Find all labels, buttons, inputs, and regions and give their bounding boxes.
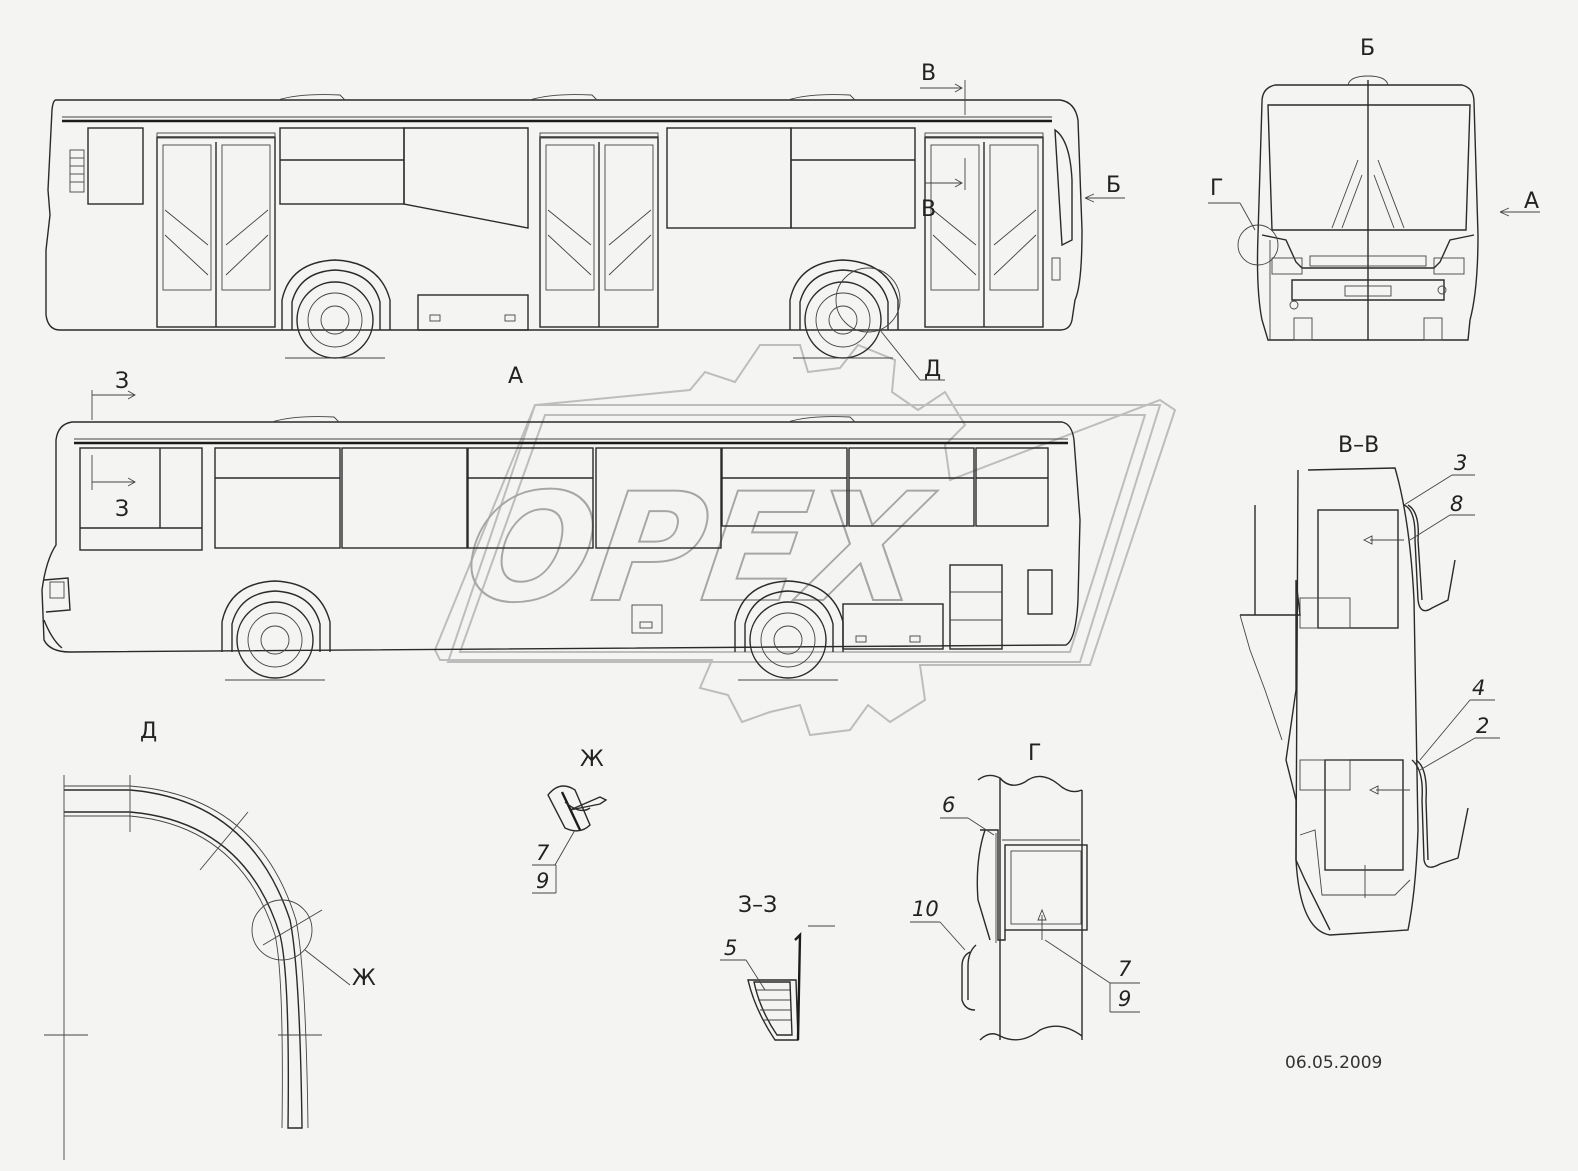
section-zz: З–З 5 <box>720 893 835 1041</box>
detail-g-callout-9: 9 <box>1118 987 1131 1011</box>
side-view-label-a: A <box>508 364 523 389</box>
callout-3: 3 <box>1454 451 1467 475</box>
side-view-right: Д B B Б <box>45 61 1125 382</box>
section-mark-top: B <box>921 61 936 86</box>
section-mark-z-bottom: З <box>115 497 129 522</box>
section-mark-bottom: B <box>921 197 936 222</box>
callout-2: 2 <box>1476 714 1489 738</box>
front-detail-mark: Г <box>1210 176 1223 201</box>
detail-d-sub: Ж <box>352 966 376 991</box>
detail-mark-d: Д <box>924 357 941 382</box>
detail-g: Г 6 10 7 9 <box>910 741 1140 1041</box>
front-view-label: Б <box>1360 36 1375 61</box>
section-zz-callout-5: 5 <box>724 936 737 960</box>
detail-g-callout-6: 6 <box>942 793 955 817</box>
detail-zh-label: Ж <box>580 747 604 772</box>
watermark: OPEX <box>433 343 1177 737</box>
callout-8: 8 <box>1450 492 1463 516</box>
view-mark-b: Б <box>1106 173 1121 198</box>
front-view: Б Г A <box>1208 36 1540 341</box>
front-view-arrow: A <box>1524 189 1539 214</box>
detail-zh: Ж 7 9 <box>532 747 608 894</box>
detail-g-callout-7: 7 <box>1118 957 1132 981</box>
detail-g-label: Г <box>1028 741 1041 766</box>
detail-g-callout-10: 10 <box>912 897 939 921</box>
detail-d-label: Д <box>140 719 157 744</box>
detail-zh-callout-7: 7 <box>536 841 550 865</box>
section-vv: В–В 3 8 4 2 <box>1239 433 1500 936</box>
callout-4: 4 <box>1472 676 1485 700</box>
detail-d: Д Ж <box>44 719 376 1160</box>
section-zz-label: З–З <box>738 893 777 918</box>
section-mark-z-top: З <box>115 369 129 394</box>
drawing-date: 06.05.2009 <box>1285 1053 1382 1073</box>
section-vv-label: В–В <box>1338 433 1379 458</box>
side-view-left: З З <box>41 369 1081 681</box>
detail-zh-callout-9: 9 <box>536 869 549 893</box>
